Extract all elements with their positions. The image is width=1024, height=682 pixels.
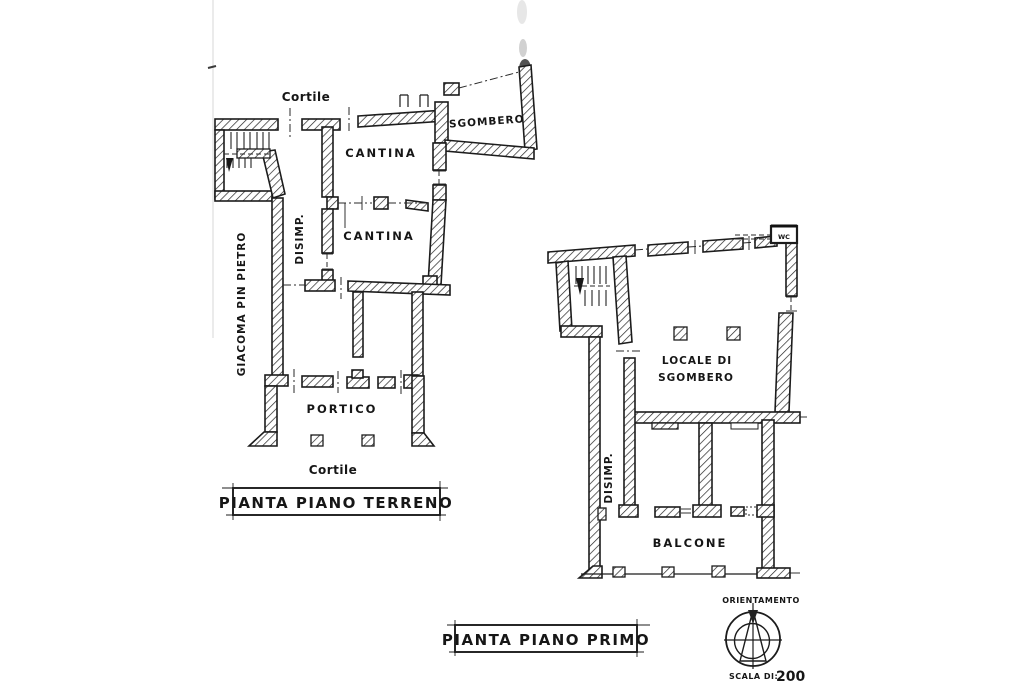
room-label-disimp-first: DISIMP. bbox=[603, 452, 615, 503]
room-label-wc: WC bbox=[778, 233, 790, 241]
stairs-ground bbox=[224, 132, 271, 172]
room-label-sgombero-ground: SGOMBERO bbox=[449, 113, 525, 130]
orientation-label: ORIENTAMENTO bbox=[722, 596, 800, 605]
first-floor-walls bbox=[547, 235, 807, 579]
ground-floor-openings bbox=[283, 71, 520, 394]
compass-icon: ORIENTAMENTO bbox=[722, 596, 800, 669]
room-label-locale-line1: LOCALE DI bbox=[662, 355, 732, 367]
chimney-flue-symbols bbox=[399, 94, 429, 107]
scale-label: SCALA DI: bbox=[729, 672, 778, 681]
compass-north-needle bbox=[748, 610, 758, 624]
wc-room: WC bbox=[769, 224, 799, 245]
street-name-label: GIACOMA PIN PIETRO bbox=[236, 232, 248, 377]
first-floor-plan: WC PIANTA PIANO PRIMO LOCALE DI SG bbox=[442, 224, 807, 657]
ground-floor-walls bbox=[214, 64, 538, 447]
first-floor-title: PIANTA PIANO PRIMO bbox=[442, 631, 650, 649]
room-label-portico: PORTICO bbox=[307, 402, 378, 416]
ground-floor-pillars bbox=[310, 434, 375, 447]
first-floor-pillars bbox=[673, 326, 741, 341]
room-label-cantina-upper: CANTINA bbox=[345, 146, 417, 160]
room-label-locale-line2: SGOMBERO bbox=[658, 372, 734, 384]
stair-direction-arrow bbox=[226, 158, 233, 172]
ground-floor-title: PIANTA PIANO TERRENO bbox=[219, 494, 453, 512]
room-label-balcone: BALCONE bbox=[653, 536, 728, 550]
room-label-cortile-top: Cortile bbox=[282, 90, 331, 104]
scale-note: SCALA DI: 200 bbox=[729, 669, 805, 682]
room-label-cortile-bottom: Cortile bbox=[309, 463, 358, 477]
title-box-first: PIANTA PIANO PRIMO bbox=[442, 619, 650, 657]
stair-direction-arrow bbox=[576, 278, 584, 295]
ground-floor-plan: PIANTA PIANO TERRENO Cortile SGOMBERO CA… bbox=[214, 64, 538, 521]
stairs-first bbox=[574, 266, 610, 306]
room-label-disimp-ground: DISIMP. bbox=[294, 213, 306, 264]
title-box-ground: PIANTA PIANO TERRENO bbox=[219, 481, 453, 521]
scale-value: 200 bbox=[776, 669, 805, 682]
room-label-cantina-lower: CANTINA bbox=[343, 229, 415, 243]
